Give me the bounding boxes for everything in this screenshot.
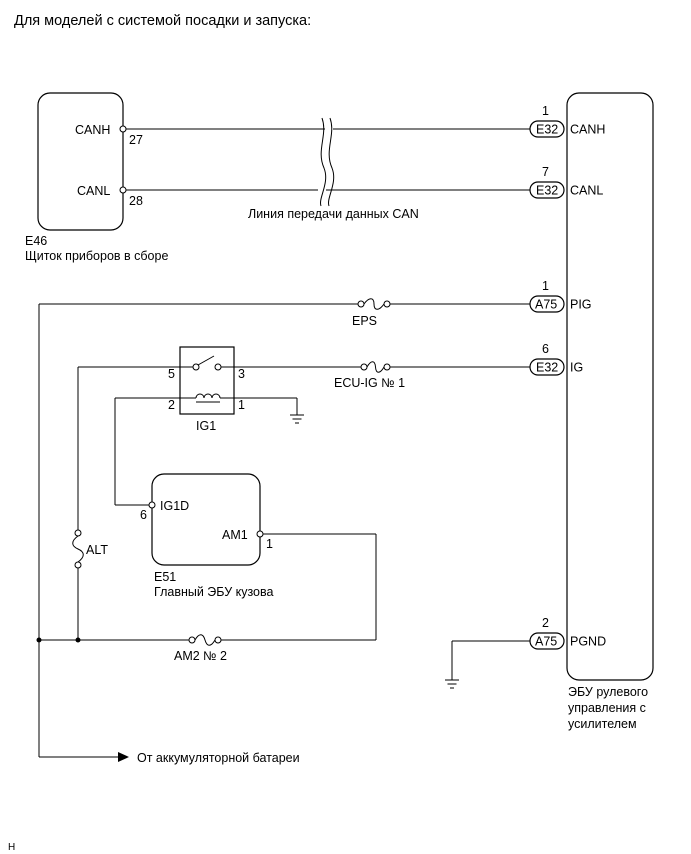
pin-number: 6 (542, 342, 549, 356)
meter-canl-label: CANL (77, 184, 110, 198)
wire-break-mark-left (320, 117, 327, 207)
am2-fuse-terminal-left (188, 636, 196, 644)
connector-badge-e32-canh (529, 120, 565, 138)
meter-pin-canh (119, 125, 127, 133)
ps-ecu-name-line1: ЭБУ рулевого (568, 685, 648, 699)
ps-ecu-name-line2: управления с (568, 701, 646, 715)
pin-number: 1 (542, 279, 549, 293)
body-ecu-name: Главный ЭБУ кузова (154, 585, 274, 599)
meter-canl-pin-number: 28 (129, 194, 143, 208)
relay-coil-icon (195, 393, 221, 399)
battery-arrow-icon (118, 752, 129, 762)
relay-pin-1: 1 (238, 398, 245, 412)
pin-number: 2 (542, 616, 549, 630)
eps-fuse-label: EPS (352, 314, 377, 328)
alt-fuse-terminal-top (74, 529, 82, 537)
ps-ecu-name-line3: усилителем (568, 717, 637, 731)
alt-fuse-label: ALT (86, 543, 108, 557)
pin-number: 1 (542, 104, 549, 118)
connector-code: E32 (536, 123, 558, 137)
pin-label: IG (570, 361, 583, 375)
connector-code: E32 (536, 184, 558, 198)
ecu-ig-fuse-icon (366, 361, 385, 373)
ps-ecu-pin-pgnd: A75 2 PGND (529, 616, 606, 650)
relay-pin-3: 3 (238, 367, 245, 381)
diagram-heading: Для моделей с системой посадки и запуска… (14, 13, 311, 29)
meter-canh-label: CANH (75, 123, 110, 137)
junction-dot-alt (75, 637, 81, 643)
footer-mark: H (8, 842, 15, 853)
ecu-ig-fuse-label: ECU-IG № 1 (334, 376, 405, 390)
ecu-ig-fuse-terminal-left (360, 363, 368, 371)
pin-label: CANL (570, 184, 603, 198)
am2-fuse-terminal-right (214, 636, 222, 644)
connector-code: A75 (535, 298, 557, 312)
body-ecu-am1-label: AM1 (222, 528, 248, 542)
combination-meter-code: E46 (25, 234, 47, 248)
ps-ecu-pin-ig: E32 6 IG (529, 342, 583, 376)
alt-fuse-terminal-bottom (74, 561, 82, 569)
body-ecu-box (151, 473, 261, 566)
meter-canh-pin-number: 27 (129, 133, 143, 147)
pin-label: PIG (570, 298, 592, 312)
junction-dot-left (36, 637, 42, 643)
alt-fuse-icon (72, 535, 84, 563)
pin-label: PGND (570, 635, 606, 649)
body-ecu-ig1d-pin-number: 6 (140, 508, 147, 522)
body-ecu-pin-am1 (256, 530, 264, 538)
eps-fuse-terminal-right (383, 300, 391, 308)
connector-badge-a75-pgnd (529, 632, 565, 650)
connector-badge-e32-canl (529, 181, 565, 199)
connector-badge-e32-ig (529, 358, 565, 376)
battery-label: От аккумуляторной батареи (137, 751, 300, 765)
relay-pin-2: 2 (168, 398, 175, 412)
combination-meter-box (37, 92, 124, 231)
body-ecu-code: E51 (154, 570, 176, 584)
ig1-relay-box (179, 346, 235, 415)
eps-fuse-terminal-left (357, 300, 365, 308)
ps-ecu-pin-canl: E32 7 CANL (529, 165, 603, 199)
combination-meter-name: Щиток приборов в сборе (25, 249, 168, 263)
power-steering-ecu-box (566, 92, 654, 681)
relay-switch-arm (197, 355, 215, 366)
ig1-relay-label: IG1 (196, 419, 216, 433)
body-ecu-am1-pin-number: 1 (266, 537, 273, 551)
pin-number: 7 (542, 165, 549, 179)
eps-fuse-icon (363, 298, 385, 310)
am2-fuse-label: AM2 № 2 (174, 649, 227, 663)
body-ecu-pin-ig1d (148, 501, 156, 509)
connector-badge-a75-pig (529, 295, 565, 313)
can-line-label: Линия передачи данных CAN (248, 207, 419, 221)
ps-ecu-pin-pig: A75 1 PIG (529, 279, 592, 313)
connector-code: E32 (536, 361, 558, 375)
wire-break-mark-right (328, 117, 335, 207)
ps-ecu-pin-canh: E32 1 CANH (529, 104, 605, 138)
am2-fuse-icon (194, 634, 216, 646)
connector-code: A75 (535, 635, 557, 649)
relay-contact-right (214, 363, 222, 371)
relay-pin-5: 5 (168, 367, 175, 381)
meter-pin-canl (119, 186, 127, 194)
body-ecu-ig1d-label: IG1D (160, 499, 189, 513)
ecu-ig-fuse-terminal-right (383, 363, 391, 371)
pin-label: CANH (570, 123, 605, 137)
